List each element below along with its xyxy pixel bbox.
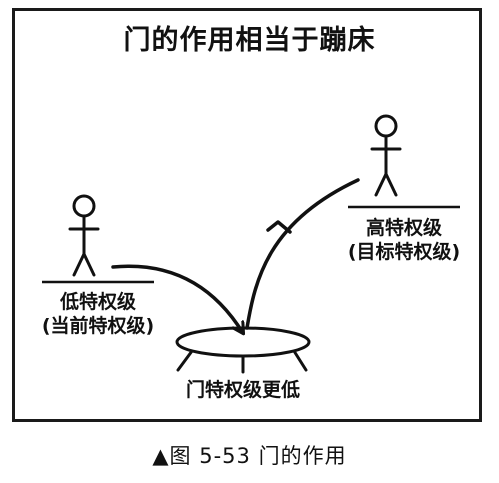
low-privilege-label: 低特权级 (当前特权级)	[38, 290, 158, 338]
figure-caption: ▲图 5-53 门的作用	[152, 444, 347, 468]
diagram-title: 门的作用相当于蹦床	[123, 25, 376, 56]
bounce-arrow-up	[245, 178, 360, 330]
low-privilege-label-line1: 低特权级	[59, 291, 136, 313]
low-privilege-stick-figure	[68, 194, 100, 277]
high-privilege-label: 高特权级 (目标特权级)	[340, 216, 468, 264]
bounce-arrowhead	[266, 220, 292, 234]
low-privilege-label-line2: (当前特权级)	[41, 315, 155, 337]
high-privilege-label-line1: 高特权级	[365, 217, 442, 239]
jump-arrow-down	[111, 264, 243, 333]
high-privilege-stick-figure	[370, 114, 402, 197]
high-privilege-label-line2: (目标特权级)	[347, 241, 461, 263]
gate-label: 门特权级更低	[185, 379, 300, 401]
